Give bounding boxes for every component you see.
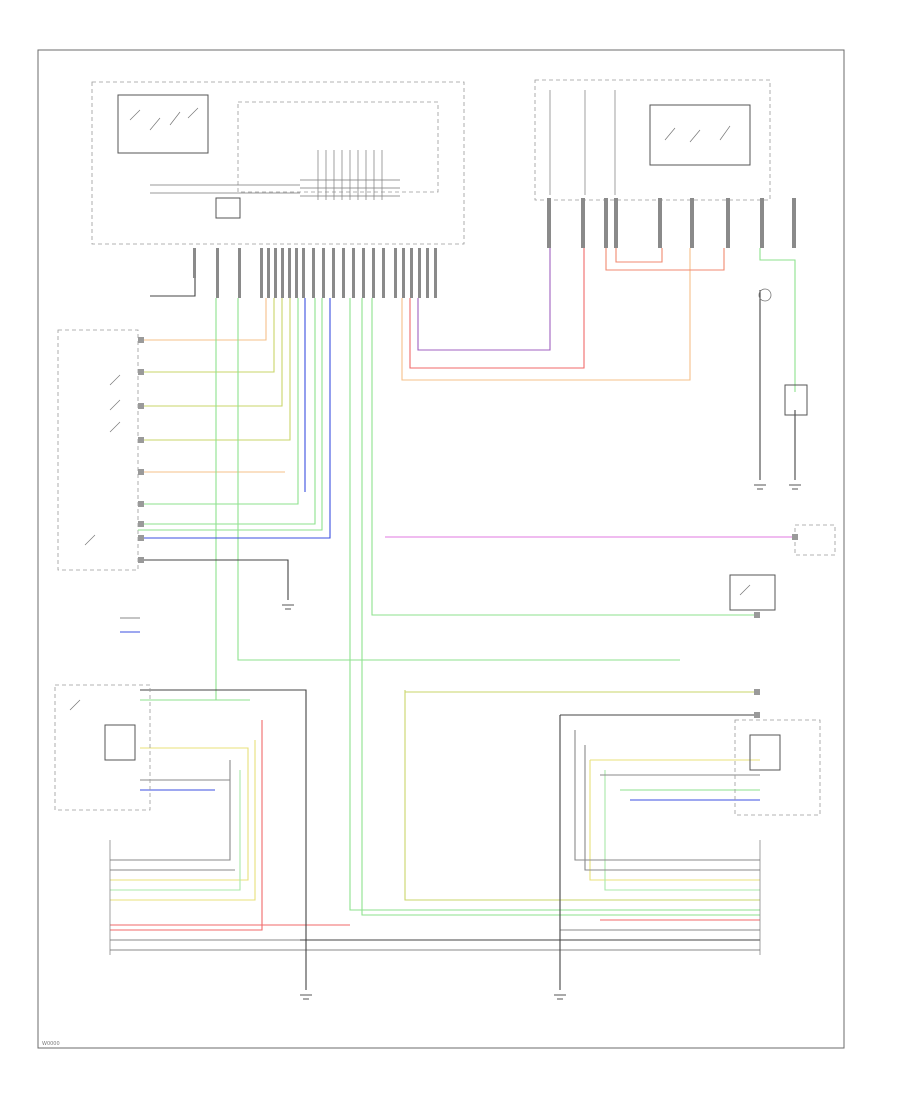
- wires: [110, 248, 796, 990]
- central-electronic-module: [91, 81, 465, 245]
- right-components: [729, 288, 836, 816]
- fuse-relay-block: [534, 79, 771, 201]
- wire-end-stubs: [138, 337, 798, 718]
- footer-code: W0000: [42, 1041, 60, 1047]
- ground-symbols: [282, 484, 801, 1000]
- left-bottom-connector: [109, 840, 761, 955]
- left-actuator-module: [54, 684, 151, 811]
- top-right-connector-pins: [547, 198, 796, 248]
- connector-pins-row: [193, 248, 437, 298]
- light-switch-unit: [57, 329, 139, 571]
- diagram-frame: [37, 49, 845, 1049]
